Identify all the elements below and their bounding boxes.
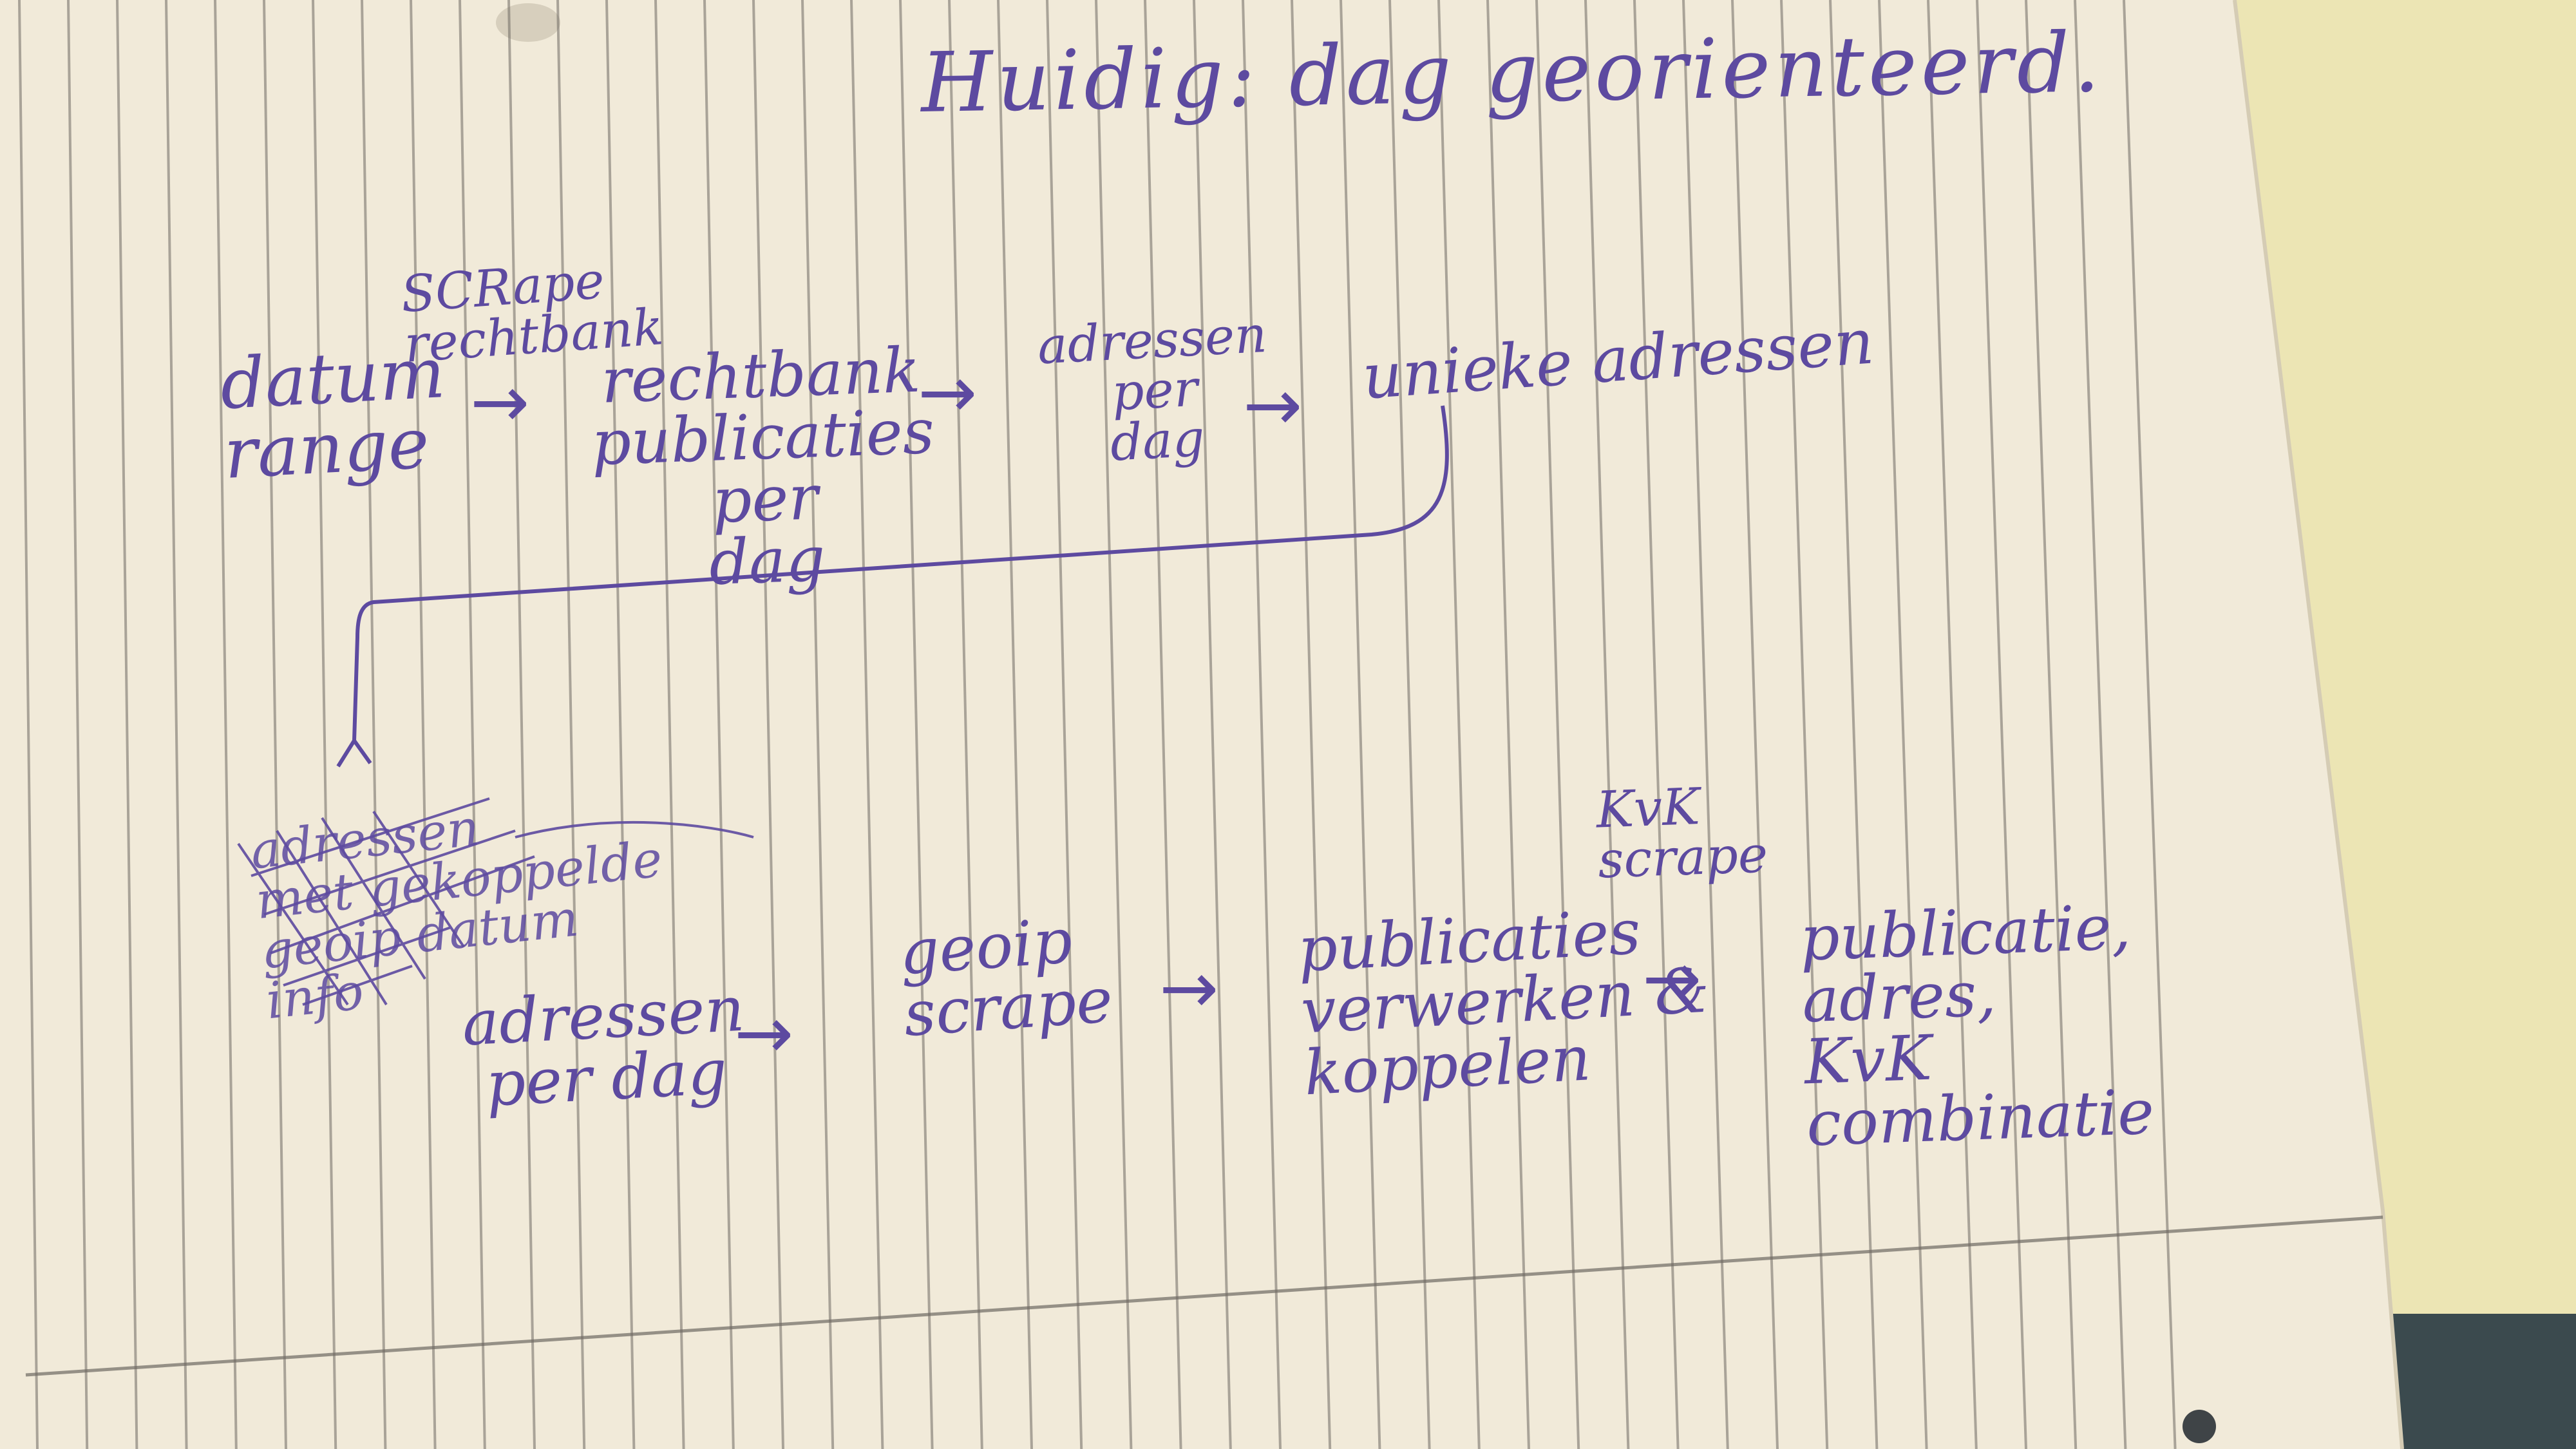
ruled-line xyxy=(2123,0,2177,1449)
scribble-marks xyxy=(237,797,754,1006)
ruled-line xyxy=(1829,0,1879,1449)
ruled-line xyxy=(165,0,188,1449)
ruled-line xyxy=(703,0,735,1449)
node-line: combinatie xyxy=(1805,1075,2155,1160)
arrow-3: → xyxy=(1243,364,1303,446)
punch-hole xyxy=(496,3,560,42)
label-line: scrape xyxy=(1596,826,1769,890)
ruled-line xyxy=(899,0,934,1449)
ruled-line xyxy=(1437,0,1481,1449)
node-geoip-scrape: geoip scrape xyxy=(897,905,1115,1051)
ruled-line xyxy=(263,0,287,1449)
arrow-1: → xyxy=(470,361,530,443)
arrow-6: → xyxy=(1642,937,1702,1019)
ruled-line xyxy=(116,0,138,1449)
ruled-line xyxy=(948,0,983,1449)
ruled-line xyxy=(1340,0,1381,1449)
connector-arrow-down xyxy=(336,405,1449,768)
ruled-line xyxy=(2025,0,2078,1449)
ruled-line xyxy=(1095,0,1133,1449)
ruled-line xyxy=(214,0,238,1449)
ruled-line xyxy=(312,0,337,1449)
ruled-line xyxy=(1927,0,1978,1449)
ruled-line xyxy=(1780,0,1829,1449)
ruled-line xyxy=(605,0,636,1449)
punch-hole xyxy=(2183,1410,2216,1443)
ruled-line xyxy=(752,0,784,1449)
node-line: dag xyxy=(708,522,827,600)
arrow-2: → xyxy=(918,351,978,433)
ruled-line xyxy=(2074,0,2127,1449)
arrow-5: → xyxy=(1159,947,1219,1029)
node-line: adres, xyxy=(1801,957,1998,1037)
ruled-line xyxy=(1731,0,1779,1449)
ruled-line xyxy=(556,0,586,1449)
node-adressen-per-dag-2: adressen per dag xyxy=(460,973,749,1121)
ruled-line xyxy=(1878,0,1928,1449)
ruled-line xyxy=(18,0,39,1449)
node-datum-range: datum range xyxy=(218,333,451,495)
node-rechtbank-publicaties: rechtbank publicaties per dag xyxy=(588,334,940,600)
node-line: range xyxy=(222,403,431,495)
ruled-line xyxy=(1144,0,1182,1449)
ruled-line xyxy=(507,0,536,1449)
kvk-scrape-label: KvK scrape xyxy=(1595,778,1769,890)
ruled-line xyxy=(67,0,89,1449)
ruled-line xyxy=(654,0,685,1449)
ruled-line xyxy=(1193,0,1232,1449)
ruled-line xyxy=(1535,0,1580,1449)
ruled-lines xyxy=(18,0,2177,1449)
ruled-line xyxy=(801,0,835,1449)
node-line: per dag xyxy=(484,1036,729,1121)
page-title: Huidig: dag georienteerd. xyxy=(920,14,2105,132)
ruled-line xyxy=(1976,0,2027,1449)
ruled-line xyxy=(1633,0,1680,1449)
node-line: scrape xyxy=(901,963,1115,1051)
ruled-line xyxy=(1388,0,1431,1449)
ruled-line xyxy=(850,0,884,1449)
ruled-line xyxy=(1046,0,1083,1449)
bottom-margin-line xyxy=(25,1215,2383,1377)
ruled-line xyxy=(1291,0,1332,1449)
ruled-line xyxy=(410,0,437,1449)
ruled-line xyxy=(361,0,387,1449)
ruled-line xyxy=(1242,0,1282,1449)
ruled-line xyxy=(1584,0,1630,1449)
ruled-line xyxy=(997,0,1033,1449)
ruled-line xyxy=(1486,0,1530,1449)
paper-sheet xyxy=(0,0,2402,1449)
arrow-4: → xyxy=(734,992,794,1074)
node-adressen-per-dag: adressen per dag xyxy=(1036,306,1273,473)
node-combinatie: publicatie, adres, KvK combinatie xyxy=(1799,891,2155,1160)
ruled-line xyxy=(1682,0,1729,1449)
ruled-line xyxy=(459,0,486,1449)
